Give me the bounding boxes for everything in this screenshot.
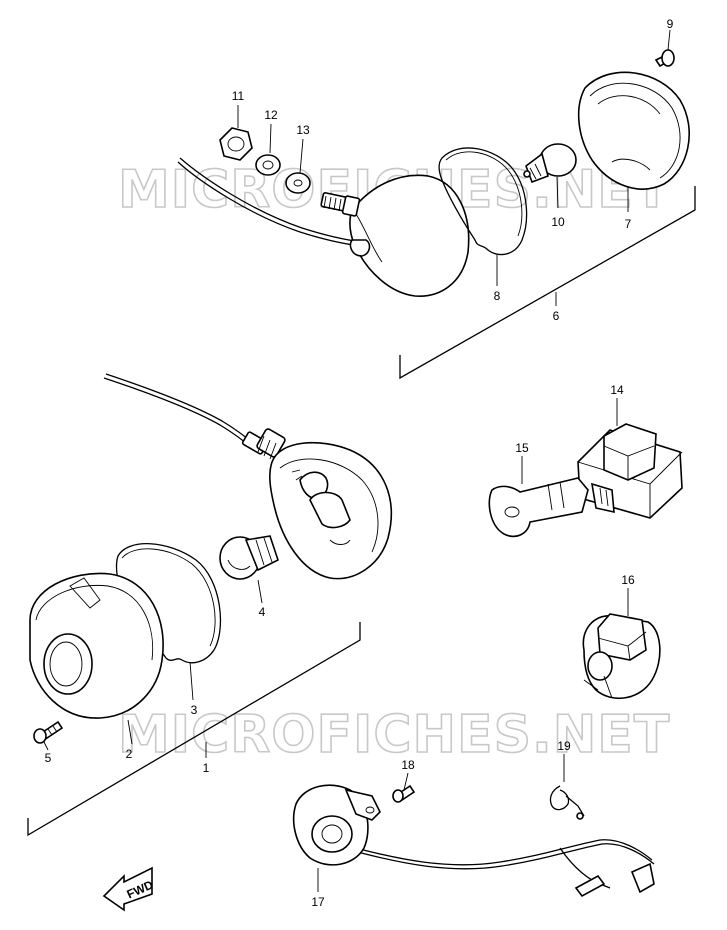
rear-turn-signal-assembly [177, 49, 696, 380]
callout-2: 2 [126, 747, 133, 761]
front-housing-stud [241, 428, 286, 460]
callout-11: 11 [232, 89, 245, 103]
fwd-arrow-icon: FWD [102, 866, 156, 912]
horn-bolt-18 [392, 784, 416, 803]
rear-signal-lens-7 [577, 71, 691, 190]
relay-bracket-15 [488, 477, 589, 538]
relay-16 [582, 613, 661, 699]
callout-6: 6 [553, 309, 560, 323]
front-signal-housing [269, 441, 392, 580]
bulb-10 [523, 143, 577, 184]
screw-9 [654, 49, 675, 68]
turn-signal-relay-14 [577, 423, 683, 519]
callout-1: 1 [203, 761, 210, 775]
callout-7: 7 [625, 217, 632, 231]
callout-16: 16 [621, 573, 635, 587]
bulb-4 [219, 535, 279, 580]
front-turn-signal-assembly [27, 373, 392, 837]
nut-11 [219, 127, 253, 161]
callout-4: 4 [259, 605, 266, 619]
callout-19: 19 [557, 739, 571, 753]
callout-12: 12 [264, 108, 278, 122]
washer-13 [285, 172, 311, 194]
callout-17: 17 [311, 895, 325, 909]
horn-wire [347, 839, 653, 866]
front-signal-lens-2 [29, 572, 164, 719]
rear-signal-wire [177, 161, 361, 247]
callout-18: 18 [401, 758, 415, 772]
assembly-bracket-1 [27, 622, 361, 837]
screw-5 [33, 720, 64, 744]
rear-signal-housing [349, 174, 470, 297]
horn-17 [292, 784, 655, 898]
leader-lines [43, 29, 671, 892]
callout-13: 13 [296, 123, 310, 137]
callout-5: 5 [45, 751, 52, 765]
wire-clamp-19 [549, 785, 585, 820]
callout-3: 3 [191, 703, 198, 717]
callout-15: 15 [515, 441, 529, 455]
assembly-bracket-6 [399, 186, 696, 380]
callout-10: 10 [551, 215, 565, 229]
callout-14: 14 [610, 383, 624, 397]
front-signal-wire [103, 377, 253, 449]
callout-8: 8 [494, 289, 501, 303]
lens-gasket-8 [438, 147, 528, 256]
housing-stud [320, 192, 361, 217]
watermark-bottom: MICROFICHES.NET [118, 705, 670, 765]
lock-washer-12 [255, 154, 281, 176]
callout-9: 9 [667, 17, 674, 31]
